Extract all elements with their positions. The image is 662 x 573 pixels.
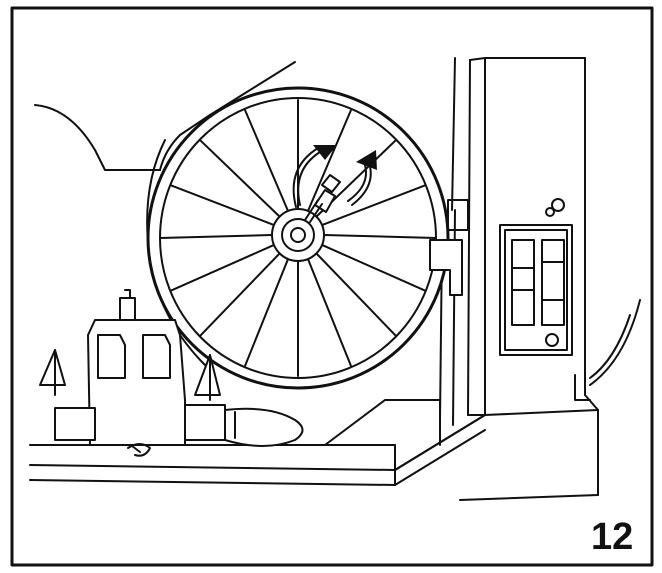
wheel-spoke [321, 184, 427, 227]
blade-guide-block [429, 199, 469, 296]
wheel-spoke [306, 109, 352, 212]
wheel-spoke [169, 243, 275, 292]
step-number: 12 [591, 516, 634, 558]
control-panel [499, 224, 573, 356]
wheel-spoke [244, 109, 290, 212]
wheel-spoke [244, 258, 290, 367]
rotation-arrow-left [292, 145, 337, 208]
wheel-spoke [199, 139, 281, 218]
wheel-spoke [169, 184, 275, 227]
indicator-knob [545, 198, 565, 217]
middle-stand [194, 354, 221, 401]
wheel-spoke [315, 252, 397, 337]
machine-base [29, 399, 486, 486]
pulley-cone [224, 407, 304, 447]
motor-housing [87, 289, 186, 446]
cabinet [394, 57, 641, 501]
tension-knob [304, 174, 341, 223]
wheel-spoke [306, 258, 352, 367]
wheel [146, 86, 450, 390]
wheel-spoke [159, 234, 273, 239]
wheel-spoke [199, 252, 281, 337]
figure-frame [10, 6, 654, 567]
rotation-arrow-right [347, 150, 377, 206]
motor-clip [127, 443, 151, 457]
wheel-spoke [323, 234, 437, 239]
left-stand [39, 349, 66, 396]
wheel-spoke [321, 243, 427, 292]
